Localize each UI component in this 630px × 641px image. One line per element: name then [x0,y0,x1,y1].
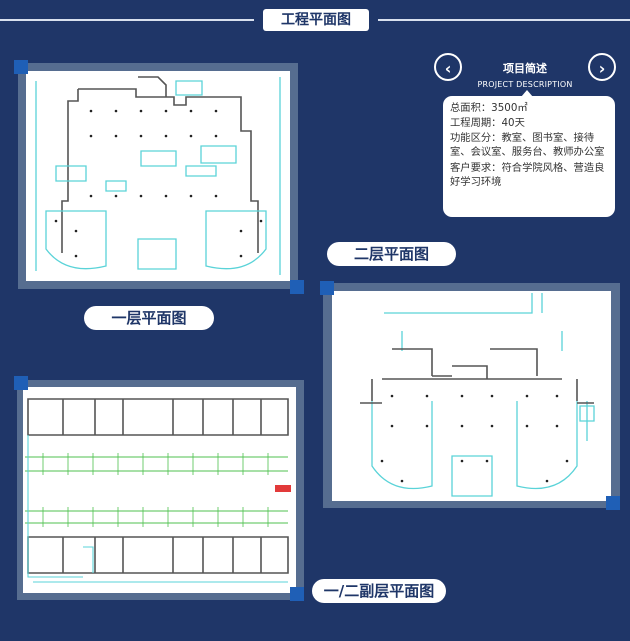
frame-corner-accent [14,376,28,390]
prev-button[interactable]: ‹ [434,53,462,81]
project-period: 工程周期：40天 [450,117,525,129]
project-requirement: 客户要求：符合学院风格、营造良好学习环境 [450,162,605,188]
second-floor-plan-sheet [332,291,611,501]
chevron-left-icon: ‹ [444,59,452,78]
project-title-cn: 项目简述 [503,62,547,75]
second-floor-label: 二层平面图 [327,242,456,266]
section-marker [275,485,291,492]
first-floor-plan-frame [18,63,298,289]
header-line-right [378,19,630,21]
frame-corner-accent [320,281,334,295]
header-line-left [0,19,254,21]
frame-corner-accent [606,496,620,510]
next-button[interactable]: › [588,53,616,81]
frame-corner-accent [290,587,304,601]
first-floor-plan-sheet [26,71,290,281]
sub-floor-label: 一/二副层平面图 [312,579,446,603]
sub-floor-plan-sheet [23,387,296,593]
project-description-title: 项目简述 PROJECT DESCRIPTION [470,60,580,89]
info-card-pointer [521,90,533,97]
project-info-card: 总面积：3500㎡ 工程周期：40天 功能区分：教室、图书室、接待室、会议室、服… [443,96,615,217]
frame-corner-accent [290,280,304,294]
project-title-en: PROJECT DESCRIPTION [477,80,573,89]
chevron-right-icon: › [598,59,606,78]
sub-floor-plan-frame [17,380,304,600]
first-floor-plan-drawing [35,76,281,275]
first-floor-label: 一层平面图 [84,306,214,330]
project-area: 总面积：3500㎡ [450,102,528,114]
frame-corner-accent [14,60,28,74]
second-floor-plan-drawing [360,293,595,497]
page-title: 工程平面图 [263,9,369,31]
sub-floor-plan-drawing [25,398,291,583]
project-zones: 功能区分：教室、图书室、接待室、会议室、服务台、教师办公室 [450,132,605,158]
second-floor-plan-frame [323,283,620,508]
